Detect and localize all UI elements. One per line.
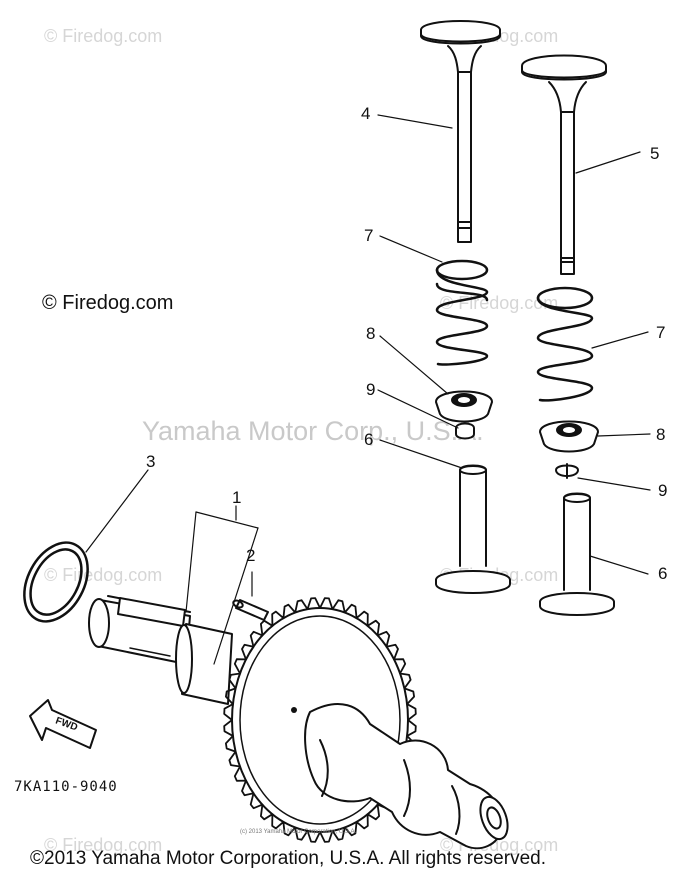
oring-3: [23, 541, 89, 623]
valve-5: [521, 54, 607, 275]
spring-7-left: [435, 259, 489, 366]
keeper-9-right: [555, 463, 579, 479]
callout-3: 3: [146, 452, 156, 471]
callout-9-right: 9: [658, 481, 668, 500]
tappet-6-right: [539, 492, 615, 616]
callout-8-left: 8: [366, 324, 376, 343]
watermark-top-left: © Firedog.com: [44, 26, 163, 46]
watermark-lower-left: © Firedog.com: [44, 565, 163, 585]
copyright-mid: © Firedog.com: [42, 292, 174, 314]
callout-8-right: 8: [656, 425, 666, 444]
pin-2: [232, 599, 269, 621]
callout-7-right: 7: [656, 323, 666, 342]
tappet-6-left: [435, 464, 511, 594]
leader-lines: [85, 114, 651, 665]
callout-9-left: 9: [366, 380, 376, 399]
callout-1: 1: [232, 488, 242, 507]
spring-7-right: [536, 286, 594, 402]
callout-4: 4: [361, 104, 371, 123]
watermark-center: Yamaha Motor Corp., U.S.A.: [142, 416, 484, 446]
gear-teeth: [223, 597, 417, 843]
retainer-8-left: [435, 390, 493, 423]
footer-copyright: ©2013 Yamaha Motor Corporation, U.S.A. A…: [30, 848, 546, 869]
valve-4: [420, 20, 501, 243]
callout-7-left: 7: [364, 226, 374, 245]
fwd-arrow-icon: [29, 699, 97, 749]
callout-6-left: 6: [364, 430, 374, 449]
gear-tooth-outline: [223, 597, 417, 843]
drawing-code: 7KA110-9040: [14, 779, 118, 795]
callout-5: 5: [650, 144, 660, 163]
watermark-bottom-left: © Firedog.com: [44, 835, 163, 855]
keeper-9-left: [455, 422, 475, 440]
camshaft-1: [88, 595, 509, 850]
callout-2: 2: [246, 546, 256, 565]
tiny-credit: (c) 2013 Yamaha Motor Corporation, U.S.A…: [240, 829, 357, 835]
callout-6-right: 6: [658, 564, 668, 583]
retainer-8-right: [539, 420, 599, 453]
